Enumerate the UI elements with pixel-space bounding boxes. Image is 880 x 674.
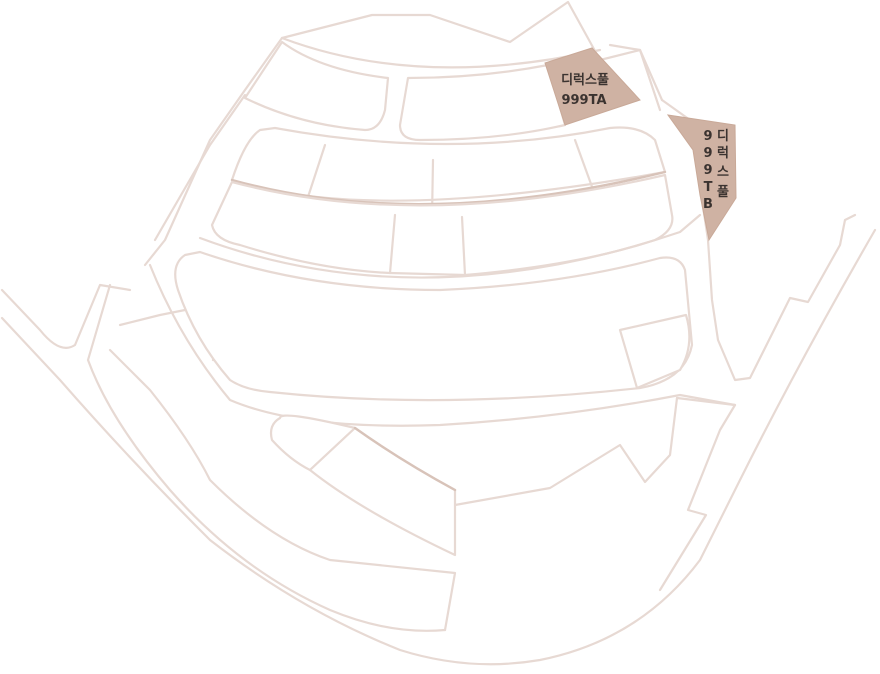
lot-band3-div2 (460, 215, 467, 277)
right-road (658, 396, 737, 592)
lot-top-center (398, 63, 567, 142)
lot-top-left (243, 40, 390, 132)
band2-bottom-line (230, 170, 667, 206)
lot-band3-div1 (388, 213, 397, 275)
lot-999tb-char-9: 풀 (717, 185, 729, 200)
lot-999tb-char-8: 스 (717, 165, 729, 180)
lower-right-road (453, 396, 679, 507)
outer-road-bottom (86, 283, 447, 632)
ring-middle (198, 213, 702, 279)
lot-999tb-char-6: 디 (717, 128, 729, 144)
outer-road-left-inner (0, 228, 877, 666)
road-lower-band (108, 348, 457, 632)
lot-999tb-char-1: 9 (703, 129, 712, 144)
lot-999ta-code: 999TA (561, 93, 606, 108)
lot-band2-div1 (305, 143, 327, 202)
lot-central (174, 250, 694, 402)
lot-999tb[interactable] (666, 114, 737, 242)
lot-band2-div3 (573, 138, 597, 197)
lot-999tb-char-3: 9 (703, 163, 712, 178)
lot-999tb-char-5: B (703, 197, 713, 212)
lot-central-corner (618, 313, 691, 390)
lot-lower (269, 414, 357, 472)
ring-west (153, 93, 247, 242)
main-ring-inner-top (280, 36, 602, 69)
lot-999tb-char-7: 럭 (717, 146, 729, 161)
lot-999ta[interactable] (544, 47, 641, 126)
lot-999ta-name: 디럭스풀 (561, 72, 609, 88)
lot-lower-line (353, 426, 457, 492)
east-road-2 (608, 43, 662, 112)
outer-road-left (0, 283, 132, 349)
lot-999tb-char-2: 9 (703, 146, 712, 161)
ring-lower (148, 263, 737, 427)
lot-999tb-char-4: T (704, 180, 713, 195)
